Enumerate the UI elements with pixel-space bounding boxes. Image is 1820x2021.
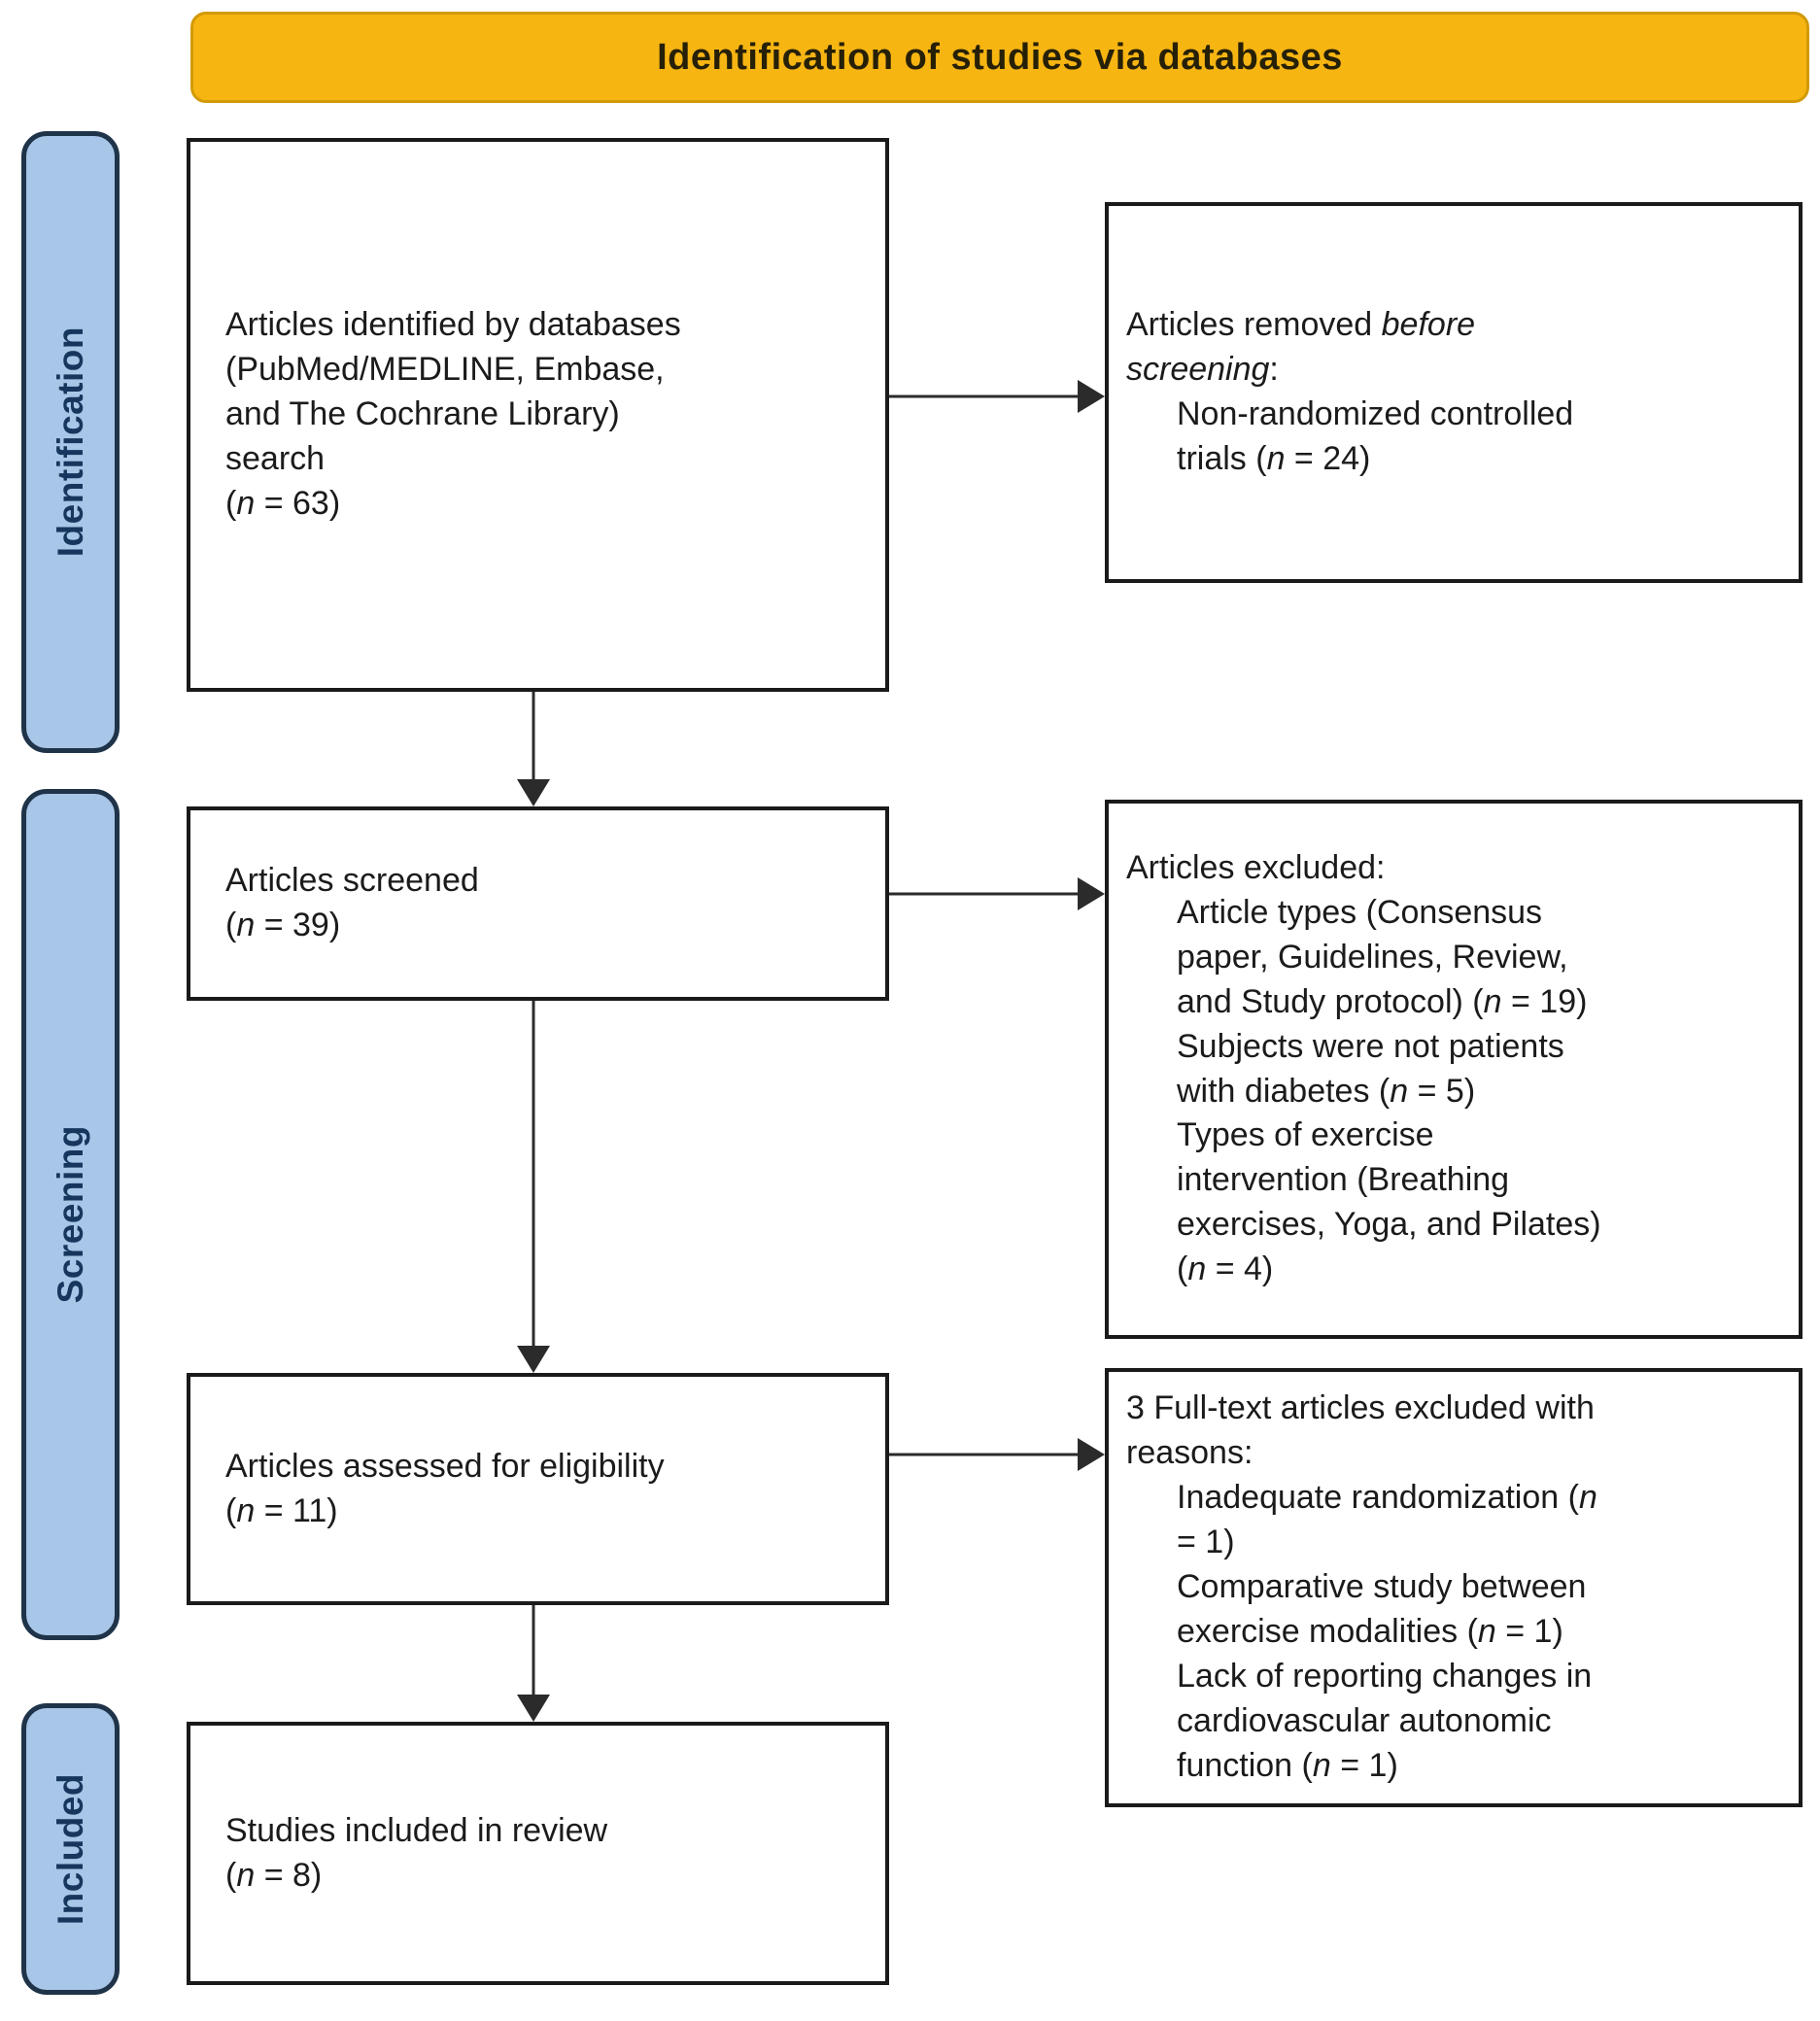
text-line: function (n = 1): [1177, 1746, 1398, 1784]
right-arrow-icon: [889, 1438, 1105, 1471]
box-articles-screened-text: Articles screened (n = 39): [225, 859, 862, 948]
text-line: (n = 8): [225, 1856, 323, 1894]
text-line: Comparative study between: [1177, 1568, 1587, 1606]
text-line: screening:: [1126, 351, 1279, 389]
text-line: Articles identified by databases: [225, 306, 681, 344]
stage-text-included: Included: [50, 1772, 90, 1926]
box-articles-identified-text: Articles identified by databases (PubMed/…: [225, 303, 862, 526]
stage-label-screening: Screening: [21, 789, 120, 1640]
text-line: (PubMed/MEDLINE, Embase,: [225, 351, 665, 389]
down-arrow-icon: [517, 692, 550, 806]
text-line: and The Cochrane Library): [225, 395, 620, 433]
text-line: reasons:: [1126, 1434, 1253, 1472]
text-line: Lack of reporting changes in: [1177, 1657, 1593, 1695]
text-line: paper, Guidelines, Review,: [1177, 938, 1568, 976]
text-line: = 1): [1177, 1524, 1235, 1561]
arrow-head: [517, 779, 550, 806]
text-line: and Study protocol) (n = 19): [1177, 982, 1588, 1020]
arrow-head: [1078, 380, 1105, 413]
header-title: Identification of studies via databases: [657, 36, 1343, 78]
text-line: Non-randomized controlled: [1177, 395, 1574, 432]
text-line: exercise modalities (n = 1): [1177, 1612, 1563, 1650]
box-fulltext-excluded: 3 Full-text articles excluded with reason…: [1105, 1368, 1803, 1807]
text-line: with diabetes (n = 5): [1177, 1072, 1476, 1110]
box-articles-excluded-text: Articles excluded: Article types (Consens…: [1126, 846, 1783, 1292]
text-line: Studies included in review: [225, 1811, 608, 1849]
text-line: Articles removed before: [1126, 306, 1476, 344]
text-line: Subjects were not patients: [1177, 1027, 1564, 1065]
text-line: (n = 39): [225, 907, 341, 943]
arrow-shaft: [532, 692, 535, 783]
text-line: 3 Full-text articles excluded with: [1126, 1389, 1595, 1427]
arrow-shaft: [532, 1605, 535, 1698]
box-articles-removed-text: Articles removed before screening: Non-ran…: [1126, 303, 1783, 482]
arrow-shaft: [889, 394, 1082, 398]
text-line: (n = 4): [1177, 1250, 1274, 1288]
arrow-head: [517, 1695, 550, 1722]
header-banner: Identification of studies via databases: [190, 12, 1809, 103]
box-articles-screened: Articles screened (n = 39): [187, 806, 889, 1001]
stage-text-screening: Screening: [50, 1125, 90, 1304]
text-line: search: [225, 439, 326, 477]
arrow-shaft: [889, 1453, 1082, 1456]
down-arrow-icon: [517, 1001, 550, 1373]
box-articles-identified: Articles identified by databases (PubMed/…: [187, 138, 889, 692]
stage-label-identification: Identification: [21, 131, 120, 753]
box-fulltext-excluded-text: 3 Full-text articles excluded with reason…: [1126, 1387, 1783, 1788]
right-arrow-icon: [889, 380, 1105, 413]
text-line: Articles screened: [225, 862, 479, 900]
box-articles-excluded: Articles excluded: Article types (Consens…: [1105, 800, 1803, 1339]
down-arrow-icon: [517, 1605, 550, 1722]
text-line: trials (n = 24): [1177, 439, 1371, 477]
arrow-head: [1078, 877, 1105, 910]
text-line: Types of exercise: [1177, 1116, 1434, 1154]
arrow-head: [1078, 1438, 1105, 1471]
stage-label-included: Included: [21, 1703, 120, 1995]
box-studies-included: Studies included in review (n = 8): [187, 1722, 889, 1985]
text-line: (n = 11): [225, 1491, 338, 1529]
right-arrow-icon: [889, 877, 1105, 910]
arrow-shaft: [532, 1001, 535, 1350]
box-articles-assessed-text: Articles assessed for eligibility (n = 11…: [225, 1445, 862, 1534]
text-line: Inadequate randomization (n: [1177, 1479, 1597, 1517]
text-line: intervention (Breathing: [1177, 1161, 1510, 1199]
box-studies-included-text: Studies included in review (n = 8): [225, 1809, 862, 1899]
arrow-shaft: [889, 892, 1082, 896]
text-line: exercises, Yoga, and Pilates): [1177, 1206, 1601, 1244]
box-articles-removed-before-screening: Articles removed before screening: Non-ran…: [1105, 202, 1803, 583]
box-articles-assessed: Articles assessed for eligibility (n = 11…: [187, 1373, 889, 1605]
text-line: Article types (Consensus: [1177, 893, 1543, 931]
text-line: (n = 63): [225, 484, 341, 522]
arrow-head: [517, 1346, 550, 1373]
text-line: cardiovascular autonomic: [1177, 1701, 1552, 1739]
text-line: Articles excluded:: [1126, 849, 1386, 887]
text-line: Articles assessed for eligibility: [225, 1447, 665, 1485]
stage-text-identification: Identification: [50, 326, 90, 558]
